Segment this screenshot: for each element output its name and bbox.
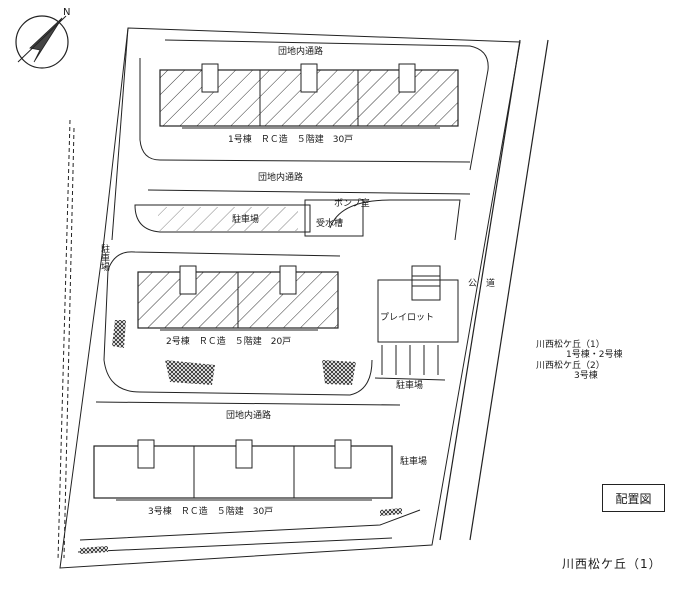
passage-top-label: 団地内通路	[278, 45, 323, 57]
parking-left-label: 駐車場	[99, 243, 110, 272]
water-tank-label: 受水槽	[316, 217, 343, 229]
pump-room-block	[304, 199, 364, 237]
site-boundary	[57, 27, 521, 569]
passage-bottom-label: 団地内通路	[226, 409, 271, 421]
parking-center-label: 駐車場	[232, 213, 259, 225]
note-line-2: 1号棟・2号棟	[566, 350, 623, 360]
building-1	[159, 63, 459, 129]
play-lot	[377, 265, 459, 343]
building-3-caption: 3号棟 ＲＣ造 ５階建 30戸	[148, 505, 273, 517]
parking-right-mid-label: 駐車場	[396, 379, 423, 391]
public-road-label: 公 道	[468, 277, 495, 289]
north-arrow-icon: N	[15, 7, 70, 69]
planting-areas	[80, 320, 402, 554]
note-line-1: 川西松ケ丘（1）	[536, 340, 605, 350]
building-1-caption: 1号棟 ＲＣ造 ５階建 30戸	[228, 133, 353, 145]
north-label: N	[63, 7, 70, 18]
parking-right-low-label: 駐車場	[400, 455, 427, 467]
page-caption: 川西松ケ丘（1）	[562, 557, 662, 571]
note-line-4: 3号棟	[574, 371, 598, 381]
parking-right-slots	[374, 345, 446, 381]
play-lot-label: プレイロット	[380, 312, 434, 323]
public-road	[439, 39, 549, 541]
plan-title-box: 配置図	[602, 484, 665, 512]
building-2-caption: 2号棟 ＲＣ造 ５階建 20戸	[166, 335, 291, 347]
pump-room-label: ポンプ室	[334, 197, 370, 209]
road-edges	[77, 39, 489, 553]
passage-mid-label: 団地内通路	[258, 171, 303, 183]
note-line-3: 川西松ケ丘（2）	[536, 361, 605, 371]
building-3	[93, 439, 393, 501]
parking-center-area	[158, 207, 298, 231]
building-2	[137, 265, 339, 331]
plan-title: 配置図	[615, 491, 652, 506]
